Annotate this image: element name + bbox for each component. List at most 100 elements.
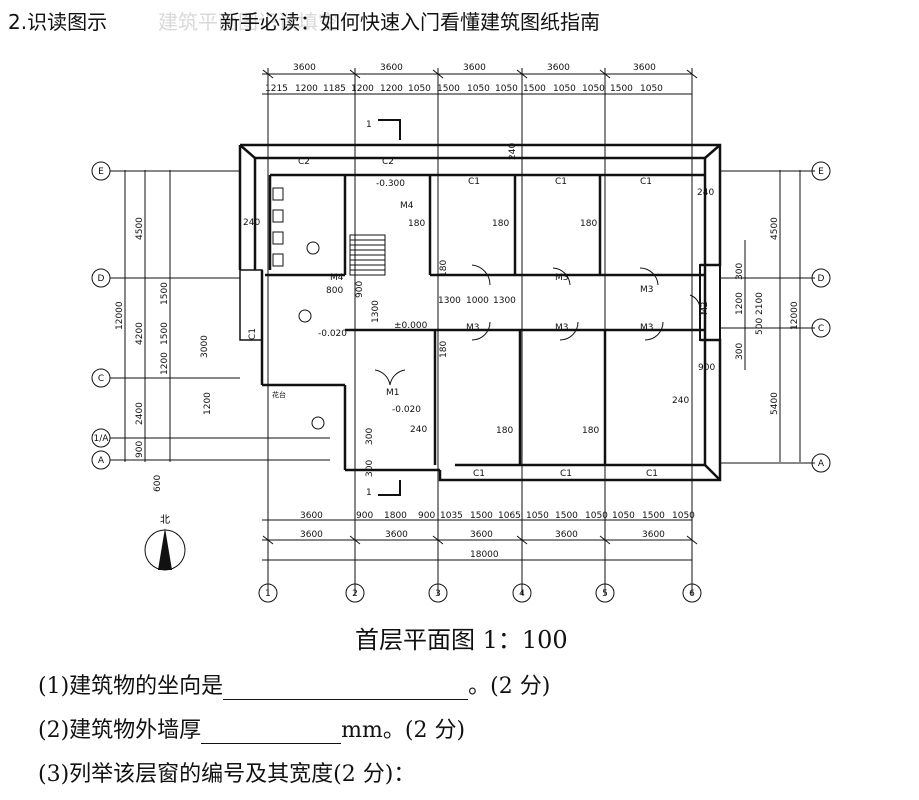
- wall-180-c: 180: [580, 219, 597, 229]
- dim-left-mid-2: 4200: [135, 322, 145, 345]
- misc-dim-300-b: 300: [365, 460, 375, 477]
- dim-top2-10: 1500: [523, 84, 546, 94]
- dim-bot2-3: 3600: [470, 530, 493, 540]
- question-2-score: mm。(2 分): [341, 718, 466, 743]
- dim-right-inner-5: 300: [735, 343, 745, 360]
- window-c1-bot-1: C1: [473, 469, 485, 479]
- window-c1-bot-3: C1: [646, 469, 658, 479]
- dim-top2-2: 1200: [295, 84, 318, 94]
- door-m3-1: M3: [555, 273, 569, 283]
- axis-label-left-e: E: [98, 167, 104, 177]
- dim-left-mid-4: 900: [135, 441, 145, 458]
- axis-label-1: 1: [265, 589, 271, 599]
- elev-2: -0.020: [318, 329, 347, 339]
- wall-240-c: 240: [672, 396, 689, 406]
- dim-bot2-1: 3600: [300, 530, 323, 540]
- dim-right-inner-2: 1200: [735, 292, 745, 315]
- article-title: 新手必读：如何快速入门看懂建筑图纸指南: [220, 10, 600, 34]
- axis-label-right-e: E: [818, 167, 824, 177]
- dim-top2-14: 1050: [640, 84, 663, 94]
- dim-bot-1: 3600: [300, 511, 323, 521]
- question-3-text: (3)列举该层窗的编号及其宽度(2 分)：: [38, 762, 416, 787]
- door-m3-4: M3: [555, 323, 569, 333]
- dim-top2-3: 1185: [323, 84, 346, 94]
- dim-right-total: 12000: [790, 301, 800, 330]
- door-m4-2: M4: [330, 273, 344, 283]
- axis-label-left-a: A: [98, 456, 105, 466]
- window-c1-top-3: C1: [640, 177, 652, 187]
- wall-180-a: 180: [408, 219, 425, 229]
- dim-top-1: 3600: [293, 63, 316, 73]
- door-m3-2: M3: [640, 285, 654, 295]
- axis-label-right-d: D: [818, 274, 825, 284]
- dim-right-mid-1: 4500: [770, 217, 780, 240]
- dim-right-inner-3: 2100: [755, 292, 765, 315]
- dim-right-inner-1: 300: [735, 263, 745, 280]
- door-m3-3: M3: [466, 323, 480, 333]
- dim-top2-5: 1200: [380, 84, 403, 94]
- wall-240-e: 240: [508, 143, 518, 160]
- dim-top-5: 3600: [633, 63, 656, 73]
- door-m4-1: M4: [400, 201, 414, 211]
- door-m3-5: M3: [640, 323, 654, 333]
- dim-bot-7: 1065: [498, 511, 521, 521]
- window-c1-top-2: C1: [555, 177, 567, 187]
- misc-dim-800: 800: [326, 286, 343, 296]
- axis-label-6: 6: [689, 589, 695, 599]
- dim-top2-13: 1500: [610, 84, 633, 94]
- question-1-score: 。(2 分): [468, 674, 551, 699]
- dim-bot-2: 900: [356, 511, 373, 521]
- axis-label-right-a: A: [818, 459, 825, 469]
- dim-top2-7: 1500: [437, 84, 460, 94]
- dim-left-mid-1: 4500: [135, 217, 145, 240]
- window-c1-left: C1: [248, 328, 258, 340]
- answer-blank-1[interactable]: [223, 677, 469, 700]
- axis-label-left-b: C: [98, 374, 104, 384]
- misc-dim-300-a: 300: [365, 428, 375, 445]
- question-2-text: (2)建筑物外墙厚: [38, 718, 202, 743]
- dim-bot-10: 1050: [585, 511, 608, 521]
- dim-bot-13: 1050: [672, 511, 695, 521]
- dim-left-total: 12000: [115, 301, 125, 330]
- dim-top2-12: 1050: [582, 84, 605, 94]
- dim-bot-4: 900: [418, 511, 435, 521]
- dim-left-inner-1: 1500: [160, 282, 170, 305]
- elev-4: -0.020: [392, 405, 421, 415]
- question-2: (2)建筑物外墙厚 mm。(2 分): [38, 712, 465, 744]
- wall-180-b: 180: [492, 219, 509, 229]
- dim-top-3: 3600: [463, 63, 486, 73]
- misc-dim-3000: 3000: [200, 335, 210, 358]
- section-mark-top: 1: [366, 120, 372, 130]
- dim-bot-12: 1500: [642, 511, 665, 521]
- axis-label-2: 2: [352, 589, 358, 599]
- axis-label-4: 4: [519, 589, 525, 599]
- misc-dim-1300-b: 1300: [493, 296, 516, 306]
- misc-dim-600: 600: [153, 475, 163, 492]
- dim-left-inner-2: 1500: [160, 322, 170, 345]
- dim-bot2-5: 3600: [642, 530, 665, 540]
- dim-top2-4: 1200: [351, 84, 374, 94]
- dim-top2-6: 1050: [408, 84, 431, 94]
- question-1-text: (1)建筑物的坐向是: [38, 674, 224, 699]
- dim-bot-3: 1800: [384, 511, 407, 521]
- misc-dim-1000: 1000: [466, 296, 489, 306]
- north-arrow-icon: 北: [144, 514, 186, 571]
- dim-bot2-4: 3600: [555, 530, 578, 540]
- section-mark-bottom: 1: [366, 488, 372, 498]
- answer-blank-2[interactable]: [201, 721, 342, 744]
- dim-bot-9: 1500: [555, 511, 578, 521]
- dim-top2-8: 1050: [467, 84, 490, 94]
- window-c2-b: C2: [382, 157, 394, 167]
- wall-240-d: 240: [410, 425, 427, 435]
- wall-180-e: 180: [582, 426, 599, 436]
- misc-dim-1300-a: 1300: [438, 296, 461, 306]
- dim-left-mid-3: 2400: [135, 402, 145, 425]
- dim-bot-8: 1050: [526, 511, 549, 521]
- dim-right-mid-2: 5400: [770, 392, 780, 415]
- north-label: 北: [160, 514, 170, 526]
- axis-label-5: 5: [602, 589, 608, 599]
- drawing-caption: 首层平面图 1：100: [355, 626, 568, 654]
- dim-bot-5: 1035: [440, 511, 463, 521]
- dim-bot2-2: 3600: [385, 530, 408, 540]
- flower-bed-note: 花台: [272, 390, 286, 399]
